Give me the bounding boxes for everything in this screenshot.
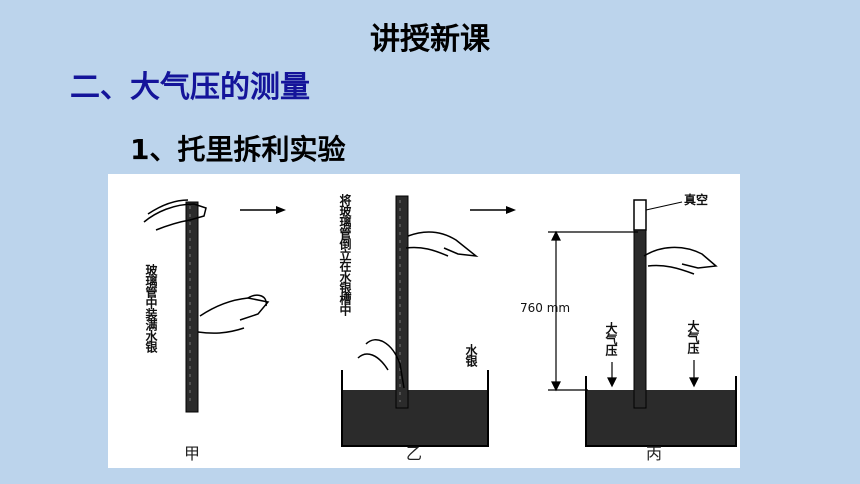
atm-label-right: 大气压	[686, 320, 700, 353]
panel-a-caption: 甲	[184, 444, 201, 463]
atm-label-left: 大气压	[604, 322, 618, 355]
panel-b-trough	[341, 370, 489, 447]
panel-b-label: 将玻璃管倒立在水银槽中	[338, 194, 352, 315]
torricelli-experiment-figure: 玻璃管中装满水银 甲 将玻璃管倒立在水银槽中 水银 乙 真空 760 mm 大气…	[108, 174, 740, 468]
panel-b-hand-bottom	[357, 339, 405, 389]
sub-heading: 1、托里拆利实验	[130, 133, 346, 166]
slide-title: 讲授新课	[370, 22, 490, 57]
panel-c-tube	[633, 199, 647, 409]
atm-arrow-left	[607, 362, 617, 388]
panel-a-tube	[185, 201, 199, 413]
height-760-dimension	[548, 230, 638, 392]
panel-c-trough	[585, 376, 737, 447]
section-heading: 二、大气压的测量	[70, 70, 310, 105]
vacuum-label: 真空	[684, 193, 709, 207]
panel-b-caption: 乙	[406, 444, 423, 463]
panel-b-tube	[395, 195, 409, 409]
experiment-diagram	[143, 195, 737, 447]
panel-a-hand-bottom	[197, 294, 270, 334]
atm-arrow-right	[689, 360, 699, 388]
panel-c-caption: 丙	[646, 444, 663, 463]
arrow-b-to-c	[470, 206, 516, 214]
panel-b-hand-top	[405, 231, 479, 258]
height-label: 760 mm	[520, 301, 571, 315]
panel-a-hand-top	[143, 199, 207, 231]
panel-c-hand	[643, 246, 718, 275]
vacuum-leader	[645, 201, 683, 211]
panel-a-label: 玻璃管中装满水银	[144, 264, 158, 352]
arrow-a-to-b	[240, 206, 286, 214]
mercury-label: 水银	[464, 344, 478, 366]
